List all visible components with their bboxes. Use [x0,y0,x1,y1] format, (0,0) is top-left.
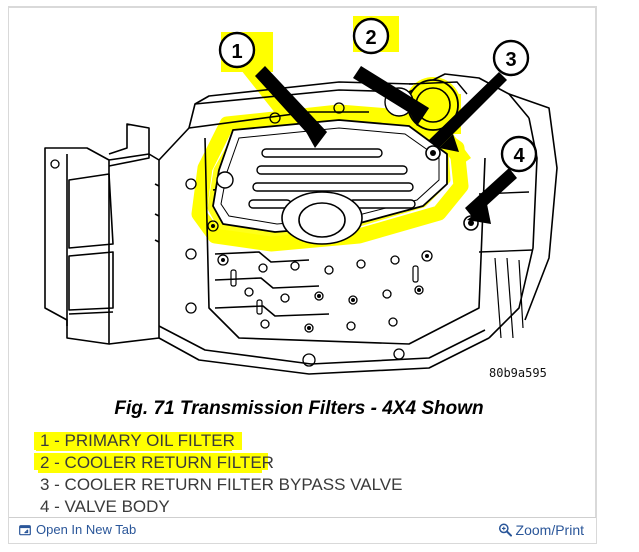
svg-text:3: 3 [505,49,516,71]
arrow-2 [353,66,429,120]
arrow-1 [255,66,327,142]
magnifier-plus-icon [498,523,512,537]
callout-4: 4 [500,135,538,173]
legend-item-3-label: 3 - COOLER RETURN FILTER BYPASS VALVE [40,475,403,494]
legend-item-4-label: 4 - VALVE BODY [40,497,170,516]
legend-item-1-label: 1 - PRIMARY OIL FILTER [40,431,235,450]
primary-oil-filter-body [212,119,448,245]
legend-highlight-2b [38,467,262,473]
svg-text:4: 4 [513,145,525,167]
legend-item-4: 4 - VALVE BODY [40,496,560,518]
callout-3: 3 [492,39,530,77]
callout-circles: 1 2 3 4 [218,17,538,173]
callout-2: 2 [352,17,390,55]
image-toolbar: Open In New Tab Zoom/Print [9,517,596,543]
open-in-new-tab-label: Open In New Tab [36,522,137,537]
image-watermark: 80b9a595 [489,366,547,380]
zoom-print-button[interactable]: Zoom/Print [498,522,584,538]
zoom-print-label: Zoom/Print [515,522,584,538]
callout-arrows [255,66,517,224]
valve-body-bolt [463,191,534,339]
open-in-new-tab-button[interactable]: Open In New Tab [19,522,136,537]
arrow-4 [465,168,517,218]
figure-legend: 1 - PRIMARY OIL FILTER 2 - COOLER RETURN… [34,430,560,518]
case-bolt-holes [50,102,433,367]
legend-item-2: 2 - COOLER RETURN FILTER [34,452,560,474]
legend-item-1: 1 - PRIMARY OIL FILTER [34,430,560,452]
legend-highlight-1b [36,446,232,451]
case-bolt-centers [211,224,429,330]
svg-text:2: 2 [365,27,376,49]
legend-highlight-2 [34,453,268,470]
legend-highlight-1 [34,432,242,450]
callout-1: 1 [218,31,256,69]
bypass-valve-bolt [425,145,441,161]
highlight-oval-filter [191,104,469,252]
legend-item-3: 3 - COOLER RETURN FILTER BYPASS VALVE [40,474,560,496]
legend-item-2-label: 2 - COOLER RETURN FILTER [40,453,274,472]
transmission-diagram: 1 2 3 4 [9,8,596,393]
arrow-3 [429,72,507,148]
svg-text:1: 1 [231,41,242,63]
external-window-icon [19,524,31,536]
figure-caption: Fig. 71 Transmission Filters - 4X4 Shown [114,398,484,419]
